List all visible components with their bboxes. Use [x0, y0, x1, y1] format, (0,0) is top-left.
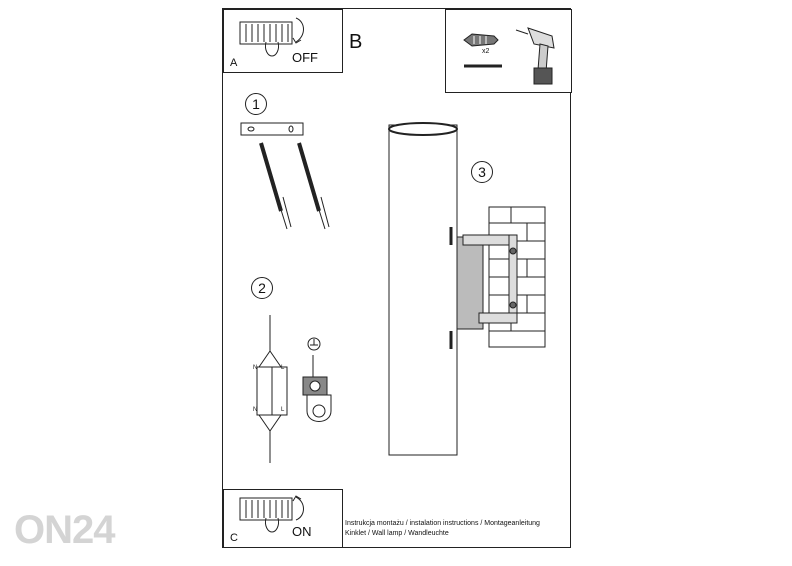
screw-icon: [464, 64, 502, 68]
panel-b-letter: B: [349, 31, 363, 53]
panel-b-tools: x2: [445, 9, 572, 93]
fuse-box-icon: [239, 497, 293, 533]
switch-up-arrow-icon: [292, 495, 304, 521]
mounting-plate-with-plugs-illustration: [240, 122, 330, 230]
panel-a-letter: A: [230, 57, 238, 69]
wire-top-neutral-label: N: [253, 365, 258, 371]
wire-bottom-live-label: L: [281, 407, 285, 413]
caption-product: Kinklet / Wall lamp / Wandleuchte: [345, 530, 449, 537]
step-2-badge: 2: [251, 277, 273, 299]
switch-down-arrow-icon: [292, 17, 304, 44]
off-label: OFF: [292, 50, 318, 65]
caption-instructions: Instrukcja montażu / instalation instruc…: [345, 520, 540, 527]
fuse-box-icon: [239, 21, 293, 57]
wire-top-live-label: L: [281, 365, 285, 371]
wall-plug-icon: [463, 33, 499, 47]
wall-bracket-mounting-illustration: [449, 206, 546, 349]
panel-c-power-on: C ON: [223, 489, 343, 548]
quantity-label: x2: [482, 48, 490, 55]
panel-c-letter: C: [230, 532, 238, 544]
wire-bottom-neutral-label: N: [253, 407, 258, 413]
terminal-block-illustration: [256, 315, 288, 463]
ground-symbol-icon: [307, 337, 321, 351]
ground-terminal-illustration: [302, 355, 332, 422]
step-3-badge: 3: [471, 161, 493, 183]
drill-icon: [515, 27, 555, 85]
step-1-badge: 1: [245, 93, 267, 115]
watermark-logo: ON24: [14, 508, 115, 552]
on-label: ON: [292, 524, 312, 539]
instruction-sheet: A OFF B x2: [222, 8, 572, 548]
panel-a-power-off: A OFF: [223, 9, 343, 73]
